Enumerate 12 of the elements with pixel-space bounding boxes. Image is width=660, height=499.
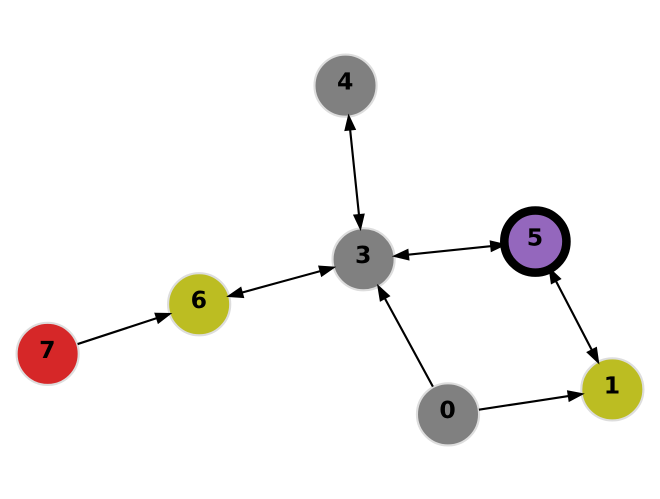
node-circle: 3 [331, 226, 396, 291]
node-circle: 6 [167, 272, 232, 336]
node-circle: 4 [313, 53, 378, 118]
node-circle: 0 [416, 382, 480, 446]
node-circle: 5 [500, 206, 571, 276]
arrow [377, 283, 434, 387]
node-circle: 1 [580, 356, 644, 422]
node-circle: 7 [16, 321, 80, 386]
arrow [344, 112, 365, 231]
arrow [478, 390, 585, 410]
arrow [77, 312, 172, 345]
arrow [226, 265, 336, 298]
